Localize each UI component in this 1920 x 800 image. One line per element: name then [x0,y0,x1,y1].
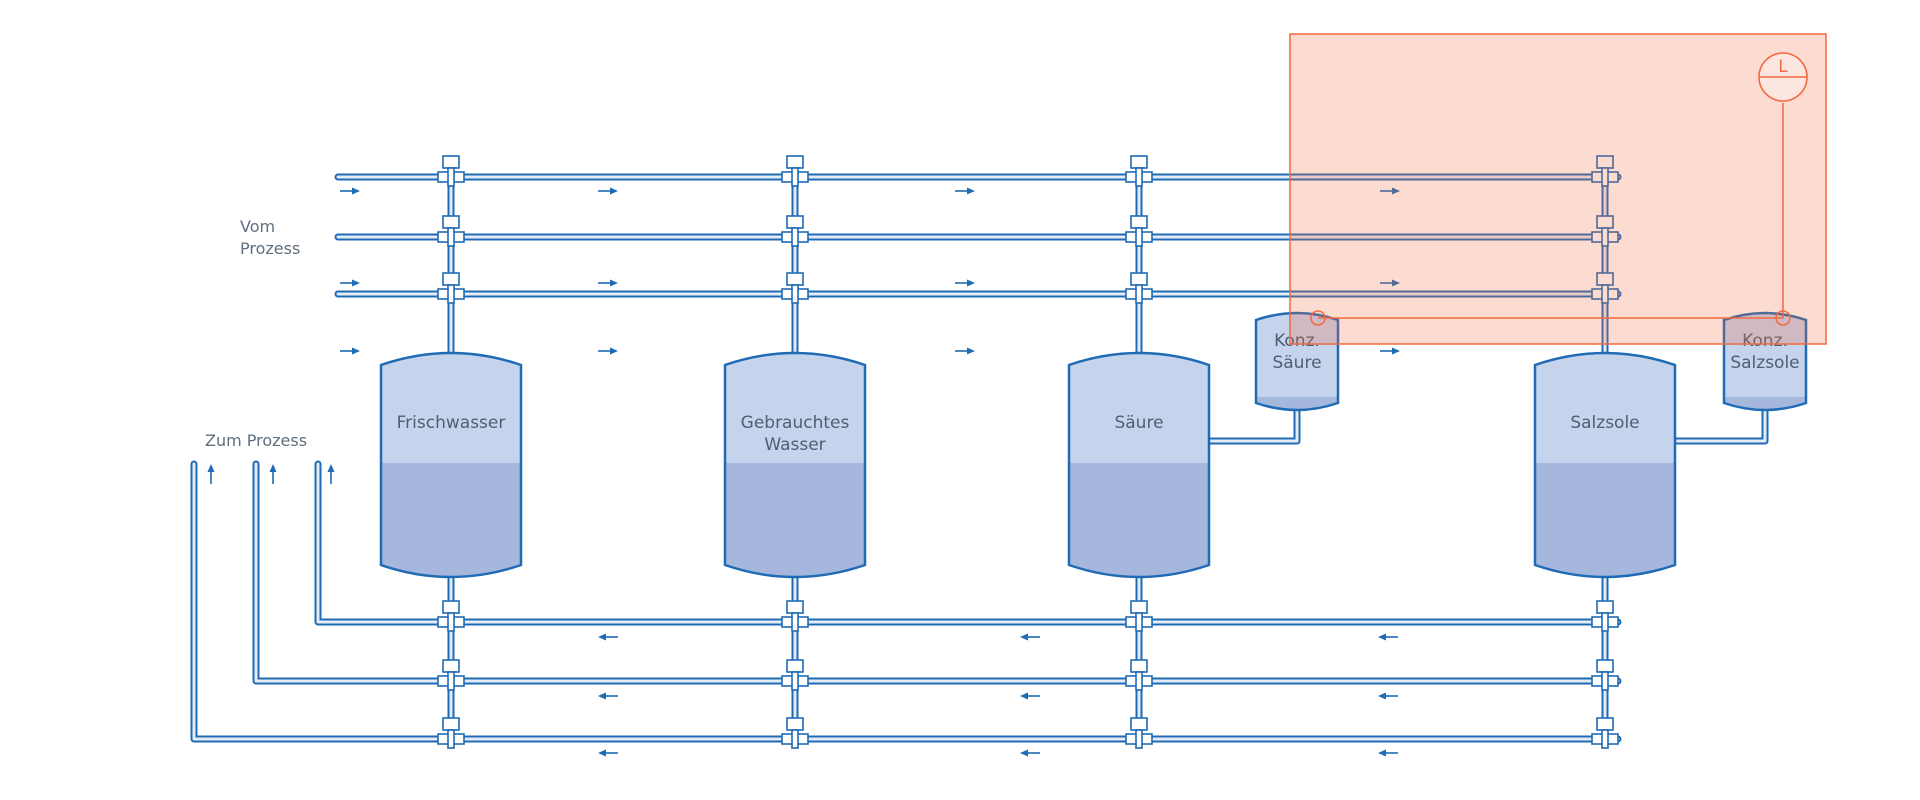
flow-arrow-up-icon [327,464,335,484]
tank-konz-salzsole: Konz. Salzsole [1722,311,1808,412]
return-header-2 [252,460,1622,685]
tank-label: Säure [1114,413,1163,433]
flow-arrow-right-icon [955,279,975,287]
from-process-label: Vom [240,217,275,236]
flow-arrow-left-icon [598,749,618,757]
valve-icon [437,272,465,304]
valve-icon [781,717,809,749]
highlight-box [1289,33,1827,345]
valve-icon [1591,717,1619,749]
flow-arrow-right-icon [340,279,360,287]
valve-icon [437,717,465,749]
valve-icon [781,600,809,632]
flow-arrow-left-icon [1378,692,1398,700]
flow-arrow-right-icon [955,187,975,195]
flow-arrow-right-icon [340,187,360,195]
valve-icon [437,215,465,247]
conc-brine-feed-line [1671,401,1769,445]
valves [437,155,1619,749]
flow-arrow-right-icon [1380,279,1400,287]
valve-icon [1591,272,1619,304]
flow-arrow-left-icon [1020,749,1040,757]
valve-icon [1125,717,1153,749]
flow-arrow-up-icon [269,464,277,484]
tank-frischwasser: Frischwasser [379,351,523,579]
valve-icon [437,600,465,632]
valve-icon [781,155,809,187]
level-instrument-icon: L [1758,52,1808,102]
level-sensor-icon [1310,310,1326,326]
valve-icon [437,659,465,691]
valve-icon [781,215,809,247]
valve-icon [1125,272,1153,304]
flow-arrow-left-icon [1378,749,1398,757]
level-sensor-icon [1775,310,1791,326]
valve-icon [1591,659,1619,691]
valve-icon [1125,600,1153,632]
from-process-label-line2: Prozess [240,239,300,258]
level-control-zone: L [1289,33,1827,345]
tank-konz-saeure: Konz. Säure [1254,311,1340,412]
flow-arrow-left-icon [598,692,618,700]
conc-tank-label: Konz. [1742,331,1788,351]
flow-arrow-right-icon [340,347,360,355]
flow-arrow-right-icon [1380,347,1400,355]
to-process-label: Zum Prozess [205,431,307,450]
valve-icon [781,659,809,691]
valve-icon [1125,155,1153,187]
return-header-1 [314,460,1622,626]
valve-icon [1125,215,1153,247]
tank-label: Gebrauchtes [741,413,850,433]
flow-arrow-right-icon [955,347,975,355]
valve-icon [1125,659,1153,691]
flow-arrow-left-icon [1020,633,1040,641]
flow-arrow-left-icon [1020,692,1040,700]
flow-arrow-up-icon [207,464,215,484]
tank-label: Frischwasser [397,413,506,433]
conc-tank-label-line2: Säure [1272,353,1321,373]
tank-gebrauchtes-wasser: Gebrauchtes Wasser [723,351,867,579]
level-instrument-symbol: L [1778,57,1788,77]
conc-tank-label-line2: Salzsole [1730,353,1799,373]
signal-line [1318,103,1784,319]
valve-icon [781,272,809,304]
valve-icon [1591,215,1619,247]
flow-arrow-left-icon [598,633,618,641]
tank-label: Salzsole [1570,413,1639,433]
flow-arrows [207,187,1400,757]
conc-acid-feed-line [1205,401,1301,445]
flow-arrow-right-icon [598,187,618,195]
valve-icon [1591,155,1619,187]
tank-saeure: Säure [1067,351,1211,579]
conc-tank-label: Konz. [1274,331,1320,351]
tank-salzsole: Salzsole [1533,351,1677,579]
flow-arrow-right-icon [598,279,618,287]
tank-label-line2: Wasser [764,435,825,455]
valve-icon [437,155,465,187]
flow-arrow-right-icon [1380,187,1400,195]
valve-icon [1591,600,1619,632]
flow-arrow-right-icon [598,347,618,355]
flow-arrow-left-icon [1378,633,1398,641]
